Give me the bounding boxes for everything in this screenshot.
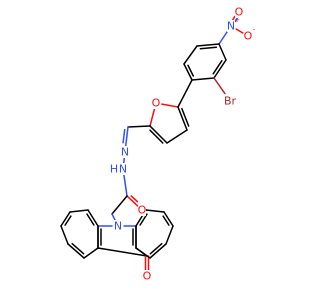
atom-symbol: O [235,6,244,19]
bond-furan-2 [149,108,156,127]
bond-nitro-n-o-double-second-line [231,15,236,21]
bond-left-ring-5-second-line [71,242,85,255]
bond-ch2-acridine-n [111,213,117,222]
bond-imine-double-second-line [122,128,126,144]
atom-acridine-n: N [114,220,122,233]
bond-acridone-center-3 [97,247,148,257]
atom-label-background [152,97,160,109]
bond-furan-4 [166,129,188,144]
bond-benzene-1 [218,43,227,61]
bond-left-ring-1 [87,209,99,227]
atom-label-background [235,6,243,18]
bond-furan-imine-carbon [127,125,151,128]
atom-label-background [138,204,146,216]
atom-symbol: N [227,20,235,33]
atom-nitro-n: N+ [227,16,240,33]
bond-left-ring-2 [69,209,89,213]
atom-furan-o: O [152,97,161,110]
atom-label-background [119,163,127,175]
bond-furan-3 [149,125,168,144]
atom-symbol: O [143,270,152,283]
atom-charge: + [234,16,240,24]
bond-benzene-6 [196,43,220,47]
atom-charge: - [253,26,256,34]
bond-left-ring-3-second-line [64,215,72,226]
atom-label-background [121,146,129,158]
atom-nitro-o-top: O [235,6,244,19]
atom-symbol: O [138,204,147,217]
bond-benzene-4-second-line [187,64,195,77]
atom-nitro-o-right: O- [244,26,256,43]
atom-symbol: N [114,220,122,233]
bond-benzene-4 [183,63,193,81]
bond-furan-3-second-line [149,129,164,144]
bond-benzene-3 [191,77,215,81]
bond-ring-nitro [218,30,229,45]
atom-symbol: O [244,30,253,43]
bond-nitro-n-o-double [234,17,239,23]
bond-benzene-5 [183,45,198,65]
bond-n-carbonyl [123,174,128,197]
atom-hydrazone-n1: N [121,146,129,159]
atom-bromine: Br [223,95,237,108]
bond-furan-1 [161,103,179,108]
bond-left-ring-5 [67,243,85,259]
bond-benzene-6-second-line [199,46,218,50]
atom-symbol: O [152,97,161,110]
bonds [60,15,244,271]
atom-symbol-n: N [119,163,127,176]
bond-c-br [213,77,226,95]
atom-symbol: N [121,146,129,159]
atom-amide-o: O [138,204,147,217]
bond-carbonyl-ch2 [111,195,128,215]
bond-nitro-n-o-single [235,28,244,34]
atom-label-background [143,270,151,282]
bond-n-n [122,157,126,164]
atom-label-background [244,30,252,42]
bond-amide-c-o [126,195,139,207]
atom-label-background [110,163,118,175]
bond-imine-double [124,126,129,147]
bond-right-ring-4 [165,225,174,245]
bond-left-ring-1-second-line [86,213,95,226]
bond-benzene-furan [177,79,193,108]
atom-symbol-h: H [110,163,118,176]
atom-label-background [227,20,235,32]
bond-left-ring-6 [83,247,99,259]
bond-right-ring-6 [135,247,151,259]
bond-left-ring-3 [60,211,71,227]
bond-amide-c-o-second-line [130,195,139,203]
atom-label-background [114,220,122,232]
bond-right-ring-5 [149,243,167,259]
bond-benzene-2 [213,59,227,79]
bond-right-ring-5-second-line [149,242,163,255]
bond-right-ring-3-second-line [162,215,170,226]
atom-symbol: Br [224,95,237,108]
bond-right-ring-3 [163,211,174,227]
bond-furan-5-second-line [181,107,190,127]
atom-label-background [223,95,237,107]
bond-right-ring-2 [145,209,165,213]
atom-ketone-o: O [143,270,152,283]
bond-left-ring-4 [60,225,69,245]
bond-furan-5 [177,106,188,131]
bond-benzene-2-second-line [212,60,223,75]
